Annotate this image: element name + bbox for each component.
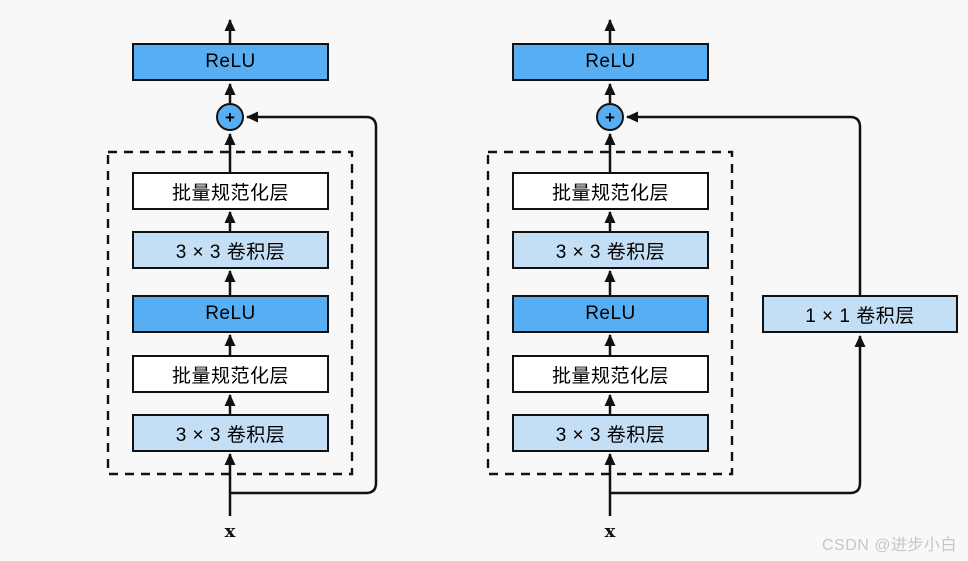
layer-box-conv3x3: 3 × 3 卷积层 [132, 231, 329, 269]
skip-connection-right-lower [610, 335, 866, 495]
layer-box-relu: ReLU [132, 295, 329, 333]
skip-connection-right-upper [626, 111, 862, 295]
output-relu-box-left: ReLU [132, 43, 329, 81]
layer-box-batchnorm: 批量规范化层 [132, 172, 329, 210]
input-label-right: x [604, 521, 616, 542]
csdn-watermark: CSDN @进步小白 [821, 537, 957, 554]
skip-connection-left [230, 111, 378, 495]
input-label-left: x [224, 521, 236, 542]
layer-box-conv3x3: 3 × 3 卷积层 [512, 414, 709, 452]
output-relu-box-right: ReLU [512, 43, 709, 81]
layer-box-conv1x1-shortcut: 1 × 1 卷积层 [762, 295, 958, 333]
layer-box-batchnorm: 批量规范化层 [132, 355, 329, 393]
add-operator-left: + [216, 103, 244, 131]
layer-box-conv3x3: 3 × 3 卷积层 [132, 414, 329, 452]
layer-box-relu: ReLU [512, 295, 709, 333]
layer-box-batchnorm: 批量规范化层 [512, 172, 709, 210]
add-operator-right: + [596, 103, 624, 131]
arrows-right [604, 19, 866, 516]
layer-box-conv3x3: 3 × 3 卷积层 [512, 231, 709, 269]
arrows-left [224, 19, 378, 516]
layer-box-batchnorm: 批量规范化层 [512, 355, 709, 393]
